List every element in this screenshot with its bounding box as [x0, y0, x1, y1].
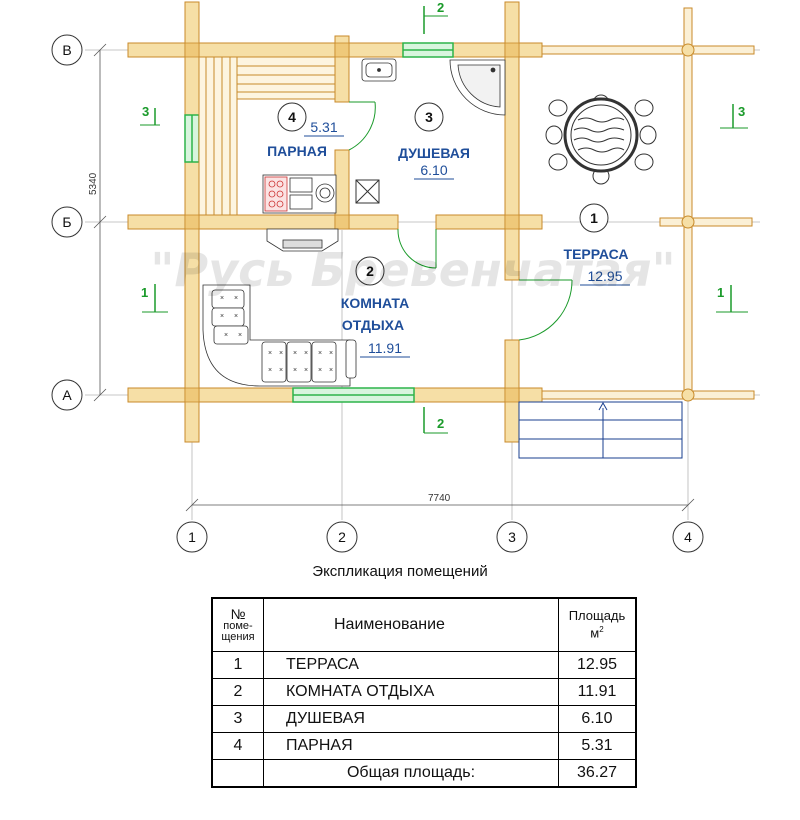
- axis-bubbles: [51, 34, 704, 553]
- row-name: ДУШЕВАЯ: [263, 705, 559, 733]
- svg-text:×: ×: [279, 350, 283, 357]
- room-name-rest-line2: ОТДЫХА: [342, 317, 404, 333]
- total-value: 36.27: [558, 759, 637, 788]
- room-area-shower: 6.10: [420, 162, 447, 178]
- corner-sofa: × × × × × × × × × × × × × × × × × ×: [202, 284, 357, 387]
- row-area: 5.31: [558, 732, 637, 760]
- svg-text:×: ×: [304, 350, 308, 357]
- table-total-row: Общая площадь: 36.27: [211, 759, 637, 788]
- section-label-3-right: 3: [738, 104, 745, 119]
- windows: [184, 42, 454, 403]
- section-label-2-bottom: 2: [437, 416, 444, 431]
- row-area: 12.95: [558, 651, 637, 679]
- room-number-2: 2: [366, 263, 374, 279]
- watermark: "Русь Бревенчатая": [150, 243, 675, 297]
- table-row: 2 КОМНАТА ОТДЫХА 11.91: [211, 678, 637, 706]
- steam-benches: [198, 56, 336, 216]
- axis-label-1: 1: [188, 529, 196, 545]
- svg-text:×: ×: [268, 350, 272, 357]
- table-row: 1 ТЕРРАСА 12.95: [211, 651, 637, 679]
- svg-text:×: ×: [293, 350, 297, 357]
- axis-label-b: Б: [62, 214, 71, 230]
- svg-text:×: ×: [234, 295, 238, 302]
- dimension-lines: [93, 43, 695, 512]
- rooms-table: № поме- щения Наименование Площадь м2 1 …: [211, 597, 637, 788]
- row-name: ПАРНАЯ: [263, 732, 559, 760]
- floor-plan: 5340 7740 В Б А 1 2 3 4: [51, 0, 760, 553]
- row-area: 6.10: [558, 705, 637, 733]
- svg-text:×: ×: [220, 295, 224, 302]
- area-underlines: [304, 135, 630, 358]
- room-name-terrace: ТЕРРАСА: [564, 246, 629, 262]
- doors: [348, 101, 573, 341]
- header-area-unit-sup: 2: [599, 625, 604, 635]
- stairs: [518, 401, 683, 459]
- svg-text:×: ×: [304, 367, 308, 374]
- room-number-circles: [277, 102, 609, 286]
- header-area-label: Площадь: [568, 608, 626, 624]
- table-caption: Экспликация помещений: [312, 563, 488, 580]
- header-area-unit: м2: [559, 623, 635, 640]
- row-name: КОМНАТА ОТДЫХА: [263, 678, 559, 706]
- header-area-unit-text: м: [590, 625, 600, 641]
- sauna-stove: [262, 174, 337, 214]
- row-name: ТЕРРАСА: [263, 651, 559, 679]
- room-area-rest: 11.91: [368, 340, 402, 356]
- room-name-rest-line1: КОМНАТА: [341, 295, 409, 311]
- row-num: 3: [211, 705, 264, 733]
- section-markers: [140, 6, 748, 434]
- fireplace: [266, 228, 339, 252]
- section-label-1-right: 1: [717, 285, 724, 300]
- terrace-structure: [541, 7, 755, 402]
- svg-text:×: ×: [279, 367, 283, 374]
- axis-label-2: 2: [338, 529, 346, 545]
- row-num: 2: [211, 678, 264, 706]
- header-num: № поме- щения: [211, 597, 264, 652]
- room-number-1: 1: [590, 210, 598, 226]
- depth-dimension: 5340: [88, 172, 99, 195]
- table-header-row: № поме- щения Наименование Площадь м2: [211, 597, 637, 652]
- shower-tray-icon: [449, 59, 506, 116]
- room-area-terrace: 12.95: [587, 268, 622, 284]
- header-num-line1: №: [230, 606, 246, 622]
- room-name-shower: ДУШЕВАЯ: [398, 145, 470, 161]
- axis-label-a: А: [62, 387, 72, 403]
- section-label-2-top: 2: [437, 0, 444, 15]
- svg-text:×: ×: [329, 367, 333, 374]
- floor-drain-icon: [355, 179, 380, 204]
- room-area-steam: 5.31: [310, 119, 337, 135]
- row-num: 4: [211, 732, 264, 760]
- total-empty: [211, 759, 264, 788]
- sink-icon: [361, 58, 397, 82]
- table-row: 3 ДУШЕВАЯ 6.10: [211, 705, 637, 733]
- dining-table: [545, 94, 657, 185]
- table-row: 4 ПАРНАЯ 5.31: [211, 732, 637, 760]
- header-num-line2: поме-: [223, 620, 253, 632]
- row-num: 1: [211, 651, 264, 679]
- section-label-1-left: 1: [141, 285, 148, 300]
- svg-text:×: ×: [224, 332, 228, 339]
- wall-junctions: [184, 42, 520, 403]
- axis-label-v: В: [62, 42, 71, 58]
- svg-text:×: ×: [220, 313, 224, 320]
- svg-text:×: ×: [234, 313, 238, 320]
- axis-label-3: 3: [508, 529, 516, 545]
- svg-text:×: ×: [318, 350, 322, 357]
- svg-text:×: ×: [293, 367, 297, 374]
- svg-text:×: ×: [268, 367, 272, 374]
- svg-text:×: ×: [318, 367, 322, 374]
- total-label: Общая площадь:: [263, 759, 559, 788]
- header-num-line3: щения: [221, 631, 255, 643]
- svg-text:×: ×: [238, 332, 242, 339]
- header-area: Площадь м2: [558, 597, 637, 652]
- header-name: Наименование: [263, 597, 559, 652]
- axis-label-4: 4: [684, 529, 692, 545]
- svg-text:×: ×: [329, 350, 333, 357]
- room-number-4: 4: [288, 109, 296, 125]
- section-label-3-left: 3: [142, 104, 149, 119]
- room-name-steam: ПАРНАЯ: [267, 143, 327, 159]
- row-area: 11.91: [558, 678, 637, 706]
- room-number-3: 3: [425, 109, 433, 125]
- width-dimension: 7740: [428, 493, 451, 504]
